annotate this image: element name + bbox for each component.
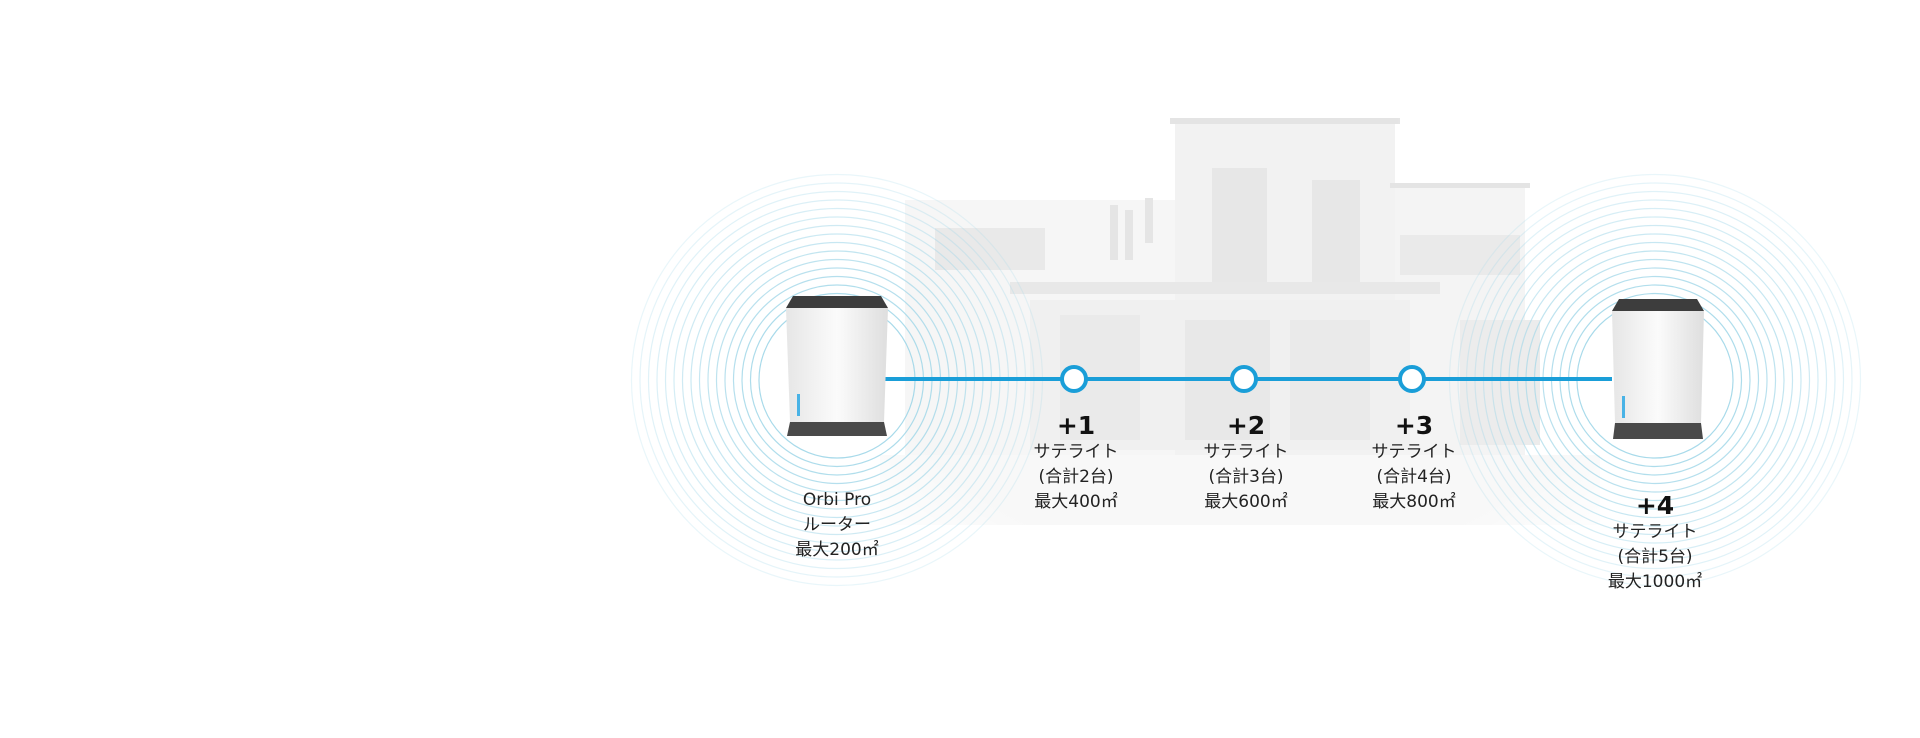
satellite-node-1: [1060, 365, 1088, 393]
satellite-count: +1: [1056, 411, 1096, 440]
satellite-label-2: +2 サテライト (合計3台) 最大600㎡: [1204, 412, 1289, 515]
satellite-type: サテライト: [1612, 522, 1698, 542]
satellite-node-2: [1230, 365, 1258, 393]
satellite-total: (合計3台): [1208, 467, 1284, 487]
satellite-coverage: 最大600㎡: [1204, 492, 1288, 512]
satellite-total: (合計4台): [1376, 467, 1452, 487]
satellite-total: (合計2台): [1038, 467, 1114, 487]
satellite-count: +3: [1394, 411, 1434, 440]
orbi-satellite-device: [1612, 299, 1704, 439]
satellite-count: +4: [1635, 491, 1675, 520]
satellite-type: サテライト: [1203, 442, 1289, 462]
router-name: Orbi Pro: [802, 490, 872, 510]
satellite-total: (合計5台): [1617, 547, 1693, 567]
satellite-type: サテライト: [1033, 442, 1119, 462]
satellite-coverage: 最大800㎡: [1372, 492, 1456, 512]
satellite-label-3: +3 サテライト (合計4台) 最大800㎡: [1372, 412, 1457, 515]
satellite-nodes: [1060, 365, 1426, 393]
satellite-count: +2: [1226, 411, 1266, 440]
satellite-node-3: [1398, 365, 1426, 393]
router-type: ルーター: [802, 515, 871, 535]
orbi-router-device: [786, 296, 888, 436]
satellite-type: サテライト: [1371, 442, 1457, 462]
router-label: Orbi Pro ルーター 最大200㎡: [795, 488, 878, 563]
satellite-coverage: 最大400㎡: [1034, 492, 1118, 512]
router-coverage: 最大200㎡: [795, 540, 879, 560]
satellite-label-4: +4 サテライト (合計5台) 最大1000㎡: [1608, 492, 1702, 595]
satellite-label-1: +1 サテライト (合計2台) 最大400㎡: [1034, 412, 1119, 515]
satellite-coverage: 最大1000㎡: [1607, 572, 1703, 592]
